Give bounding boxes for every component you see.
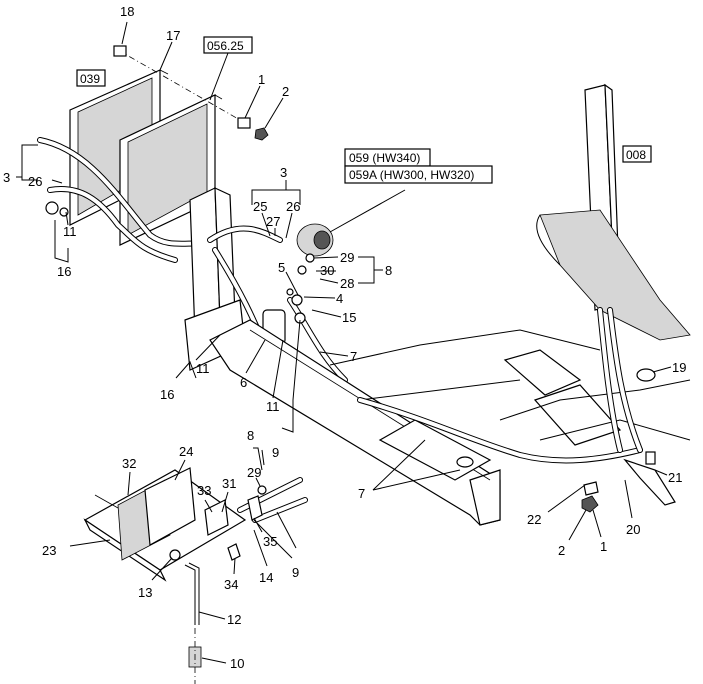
mount-bracket bbox=[184, 187, 246, 371]
ref-box-056-25[interactable]: 056.25 bbox=[203, 36, 253, 101]
hardware-1-2-top bbox=[237, 117, 269, 141]
expansion-valve-lines bbox=[169, 477, 308, 561]
callout-8-top: 8 bbox=[385, 263, 392, 278]
callout-27: 27 bbox=[266, 214, 280, 229]
hardware-21-20-22 bbox=[581, 451, 676, 513]
compressor bbox=[207, 189, 406, 257]
callout-11-mid: 11 bbox=[196, 361, 210, 376]
callout-28: 28 bbox=[340, 276, 354, 291]
callout-1-bot: 1 bbox=[600, 539, 607, 554]
callout-23: 23 bbox=[42, 543, 56, 558]
callout-29-low: 29 bbox=[247, 465, 261, 480]
callout-6: 6 bbox=[240, 375, 247, 390]
callout-25: 25 bbox=[253, 199, 267, 214]
callout-4: 4 bbox=[336, 291, 343, 306]
ref-008-text: 008 bbox=[626, 148, 646, 162]
bolt-18 bbox=[113, 21, 128, 57]
callout-33: 33 bbox=[197, 483, 211, 498]
callout-16-mid: 16 bbox=[160, 387, 174, 402]
callout-10: 10 bbox=[230, 656, 244, 671]
callout-5: 5 bbox=[278, 260, 285, 275]
callout-35: 35 bbox=[263, 534, 277, 549]
callout-16-left: 16 bbox=[57, 264, 71, 279]
cab-panel bbox=[536, 83, 691, 341]
callout-29-top: 29 bbox=[340, 250, 354, 265]
ref-box-039[interactable]: 039 bbox=[76, 69, 106, 87]
callout-21: 21 bbox=[668, 470, 682, 485]
callout-9-low: 9 bbox=[292, 565, 299, 580]
callout-11-left: 11 bbox=[63, 224, 77, 239]
callout-17: 17 bbox=[166, 28, 180, 43]
callout-31: 31 bbox=[222, 476, 236, 491]
left-hose-lines bbox=[37, 137, 218, 263]
callout-7-top: 7 bbox=[350, 349, 357, 364]
callout-7-bot: 7 bbox=[358, 486, 365, 501]
callout-13: 13 bbox=[138, 585, 152, 600]
ref-059-text: 059 (HW340) bbox=[349, 151, 420, 165]
evaporator-box bbox=[83, 467, 247, 582]
callout-19: 19 bbox=[672, 360, 686, 375]
callout-1-top: 1 bbox=[258, 72, 265, 87]
leader-lines bbox=[16, 41, 672, 664]
callout-24: 24 bbox=[179, 444, 193, 459]
callout-8-low: 8 bbox=[247, 428, 254, 443]
ref-059a-text: 059A (HW300, HW320) bbox=[349, 168, 474, 182]
callout-9-top: 9 bbox=[272, 445, 279, 460]
callout-20: 20 bbox=[626, 522, 640, 537]
callout-32: 32 bbox=[122, 456, 136, 471]
ref-box-059[interactable]: 059 (HW340) bbox=[344, 148, 431, 167]
ref-box-008[interactable]: 008 bbox=[622, 145, 652, 163]
callout-30: 30 bbox=[320, 263, 334, 278]
callout-14: 14 bbox=[259, 570, 273, 585]
callout-2-top: 2 bbox=[282, 84, 289, 99]
drain-tube-12 bbox=[184, 562, 202, 684]
callout-15: 15 bbox=[342, 310, 356, 325]
callout-11-low: 11 bbox=[266, 399, 280, 414]
callout-26-left: 26 bbox=[28, 174, 42, 189]
callout-26-mid: 26 bbox=[286, 199, 300, 214]
callout-2-bot: 2 bbox=[558, 543, 565, 558]
callout-12: 12 bbox=[227, 612, 241, 627]
callout-22: 22 bbox=[527, 512, 541, 527]
platform-cross-members bbox=[329, 307, 691, 464]
ref-056-25-text: 056.25 bbox=[207, 39, 244, 53]
callout-labels: 18 17 1 2 3 26 11 16 3 25 26 27 29 30 28… bbox=[3, 4, 686, 671]
ref-box-059a[interactable]: 059A (HW300, HW320) bbox=[344, 165, 493, 184]
callout-3-mid: 3 bbox=[280, 165, 287, 180]
ref-039-text: 039 bbox=[80, 72, 100, 86]
callout-18: 18 bbox=[120, 4, 134, 19]
condenser-assembly bbox=[69, 49, 241, 246]
callout-34: 34 bbox=[224, 577, 238, 592]
clamp-19 bbox=[636, 368, 656, 382]
callout-3-left: 3 bbox=[3, 170, 10, 185]
